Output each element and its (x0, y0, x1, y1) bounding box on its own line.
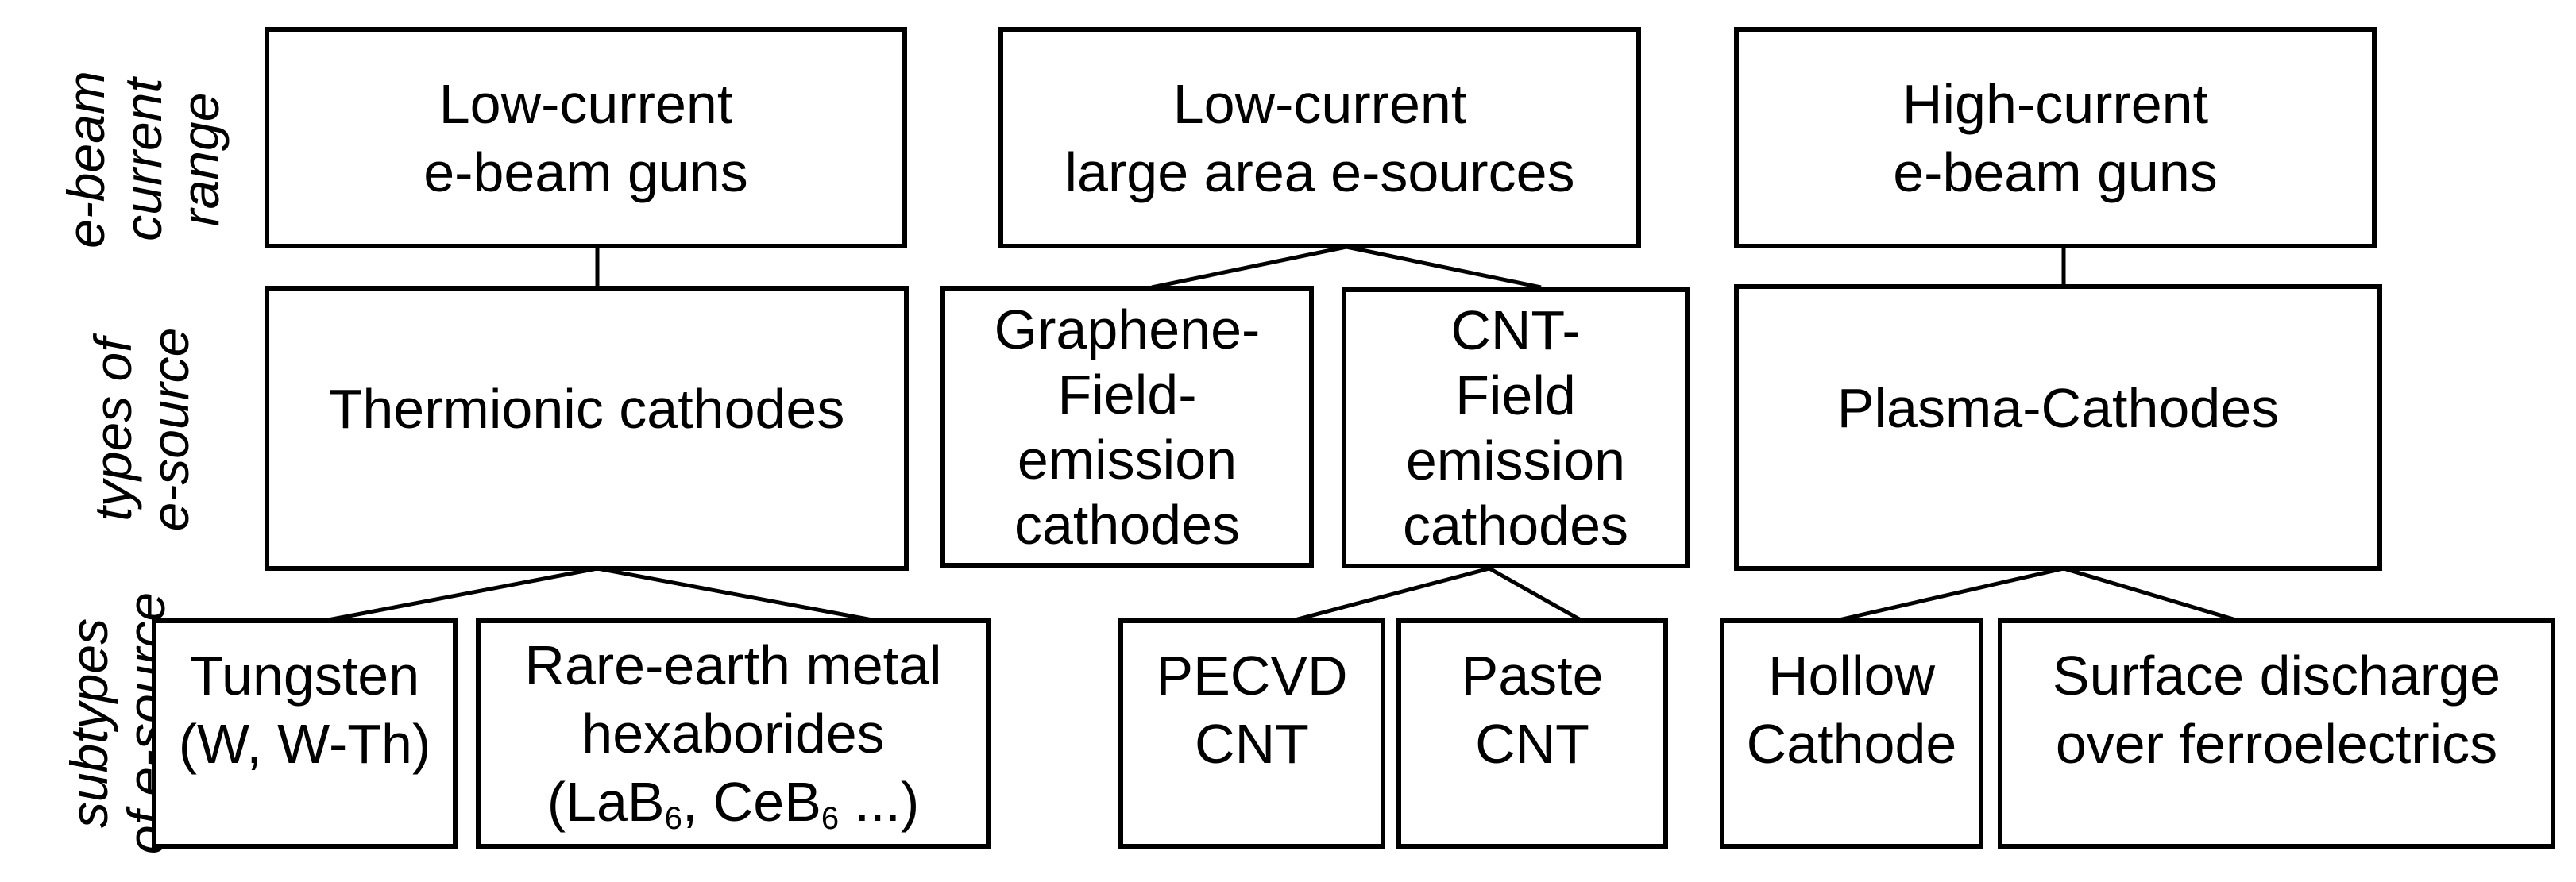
node-rare-earth-hexaborides: Rare-earth metal hexaborides (LaB6, CeB6… (476, 618, 991, 849)
node-surface-discharge: Surface discharge over ferroelectrics (1998, 618, 2555, 849)
node-graphene-field-emission: Graphene- Field- emission cathodes (940, 286, 1314, 568)
node-high-current-guns: High-current e-beam guns (1734, 27, 2377, 248)
node-thermionic-cathodes: Thermionic cathodes (265, 286, 909, 571)
node-cnt-field-emission: CNT- Field emission cathodes (1342, 287, 1690, 568)
node-tungsten: Tungsten (W, W-Th) (152, 618, 458, 849)
node-hollow-cathode: Hollow Cathode (1720, 618, 1983, 849)
connector-thermionic-to-tungsten (327, 566, 598, 622)
connector-plasma-to-hollow (1838, 566, 2064, 622)
node-large-area-sources: Low-current large area e-sources (998, 27, 1641, 248)
node-plasma-cathodes: Plasma-Cathodes (1734, 284, 2382, 571)
node-low-current-guns: Low-current e-beam guns (265, 27, 907, 248)
connector-plasma-to-surface (2063, 566, 2237, 622)
connector-large-area-to-graphene (1151, 245, 1347, 290)
connector-cnt-to-pecvd (1294, 566, 1490, 622)
hexaborides-formula: (LaB6, CeB6 ...) (546, 771, 920, 836)
row-label-types: types of e-source (83, 327, 199, 532)
node-pecvd-cnt: PECVD CNT (1118, 618, 1385, 849)
connector-large-area-to-cnt (1346, 245, 1542, 290)
connector-cnt-to-paste (1488, 566, 1582, 622)
node-paste-cnt: Paste CNT (1396, 618, 1668, 849)
row-label-current-range: e-beam current range (56, 71, 230, 248)
connector-thermionic-to-hexaborides (597, 566, 873, 622)
